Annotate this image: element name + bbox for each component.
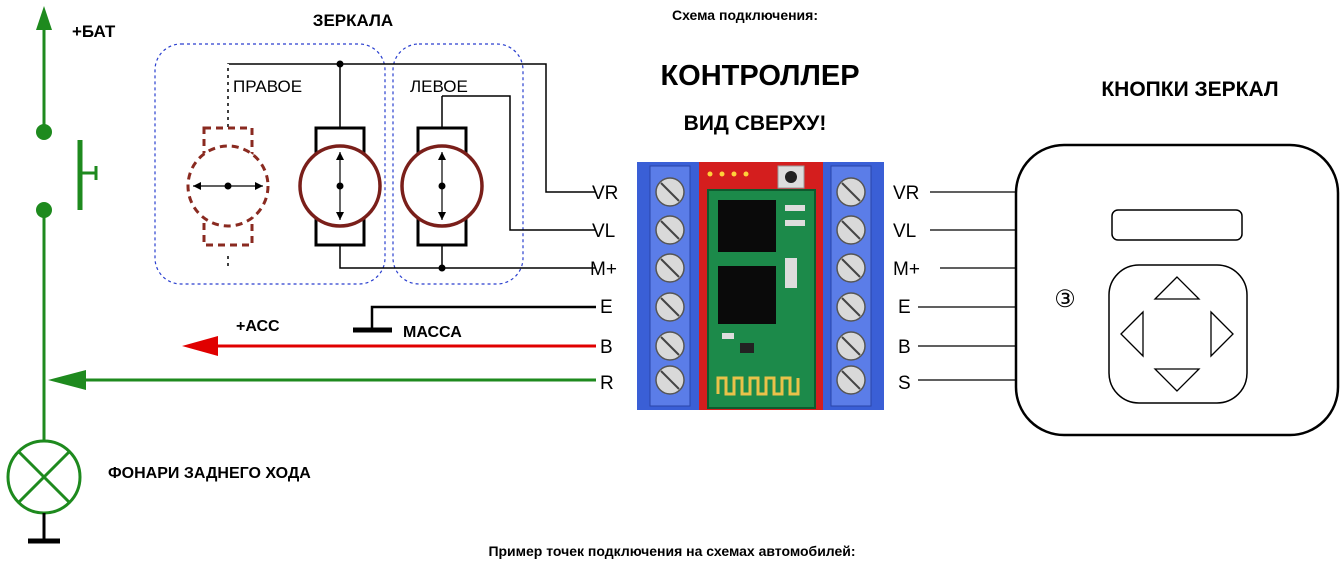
footer-caption: Пример точек подключения на схемах автом…: [488, 543, 855, 559]
button-wiring: [918, 191, 1017, 381]
screw-slot: [841, 370, 861, 390]
right-mirror-v-motor-icon: [298, 126, 382, 247]
pin-label: E: [600, 297, 613, 318]
diagram-title: Схема подключения:: [672, 7, 818, 23]
pin-label: E: [898, 297, 911, 318]
screw-slot: [660, 297, 680, 317]
screw-slot: [841, 336, 861, 356]
controller-board: [637, 162, 884, 410]
ground-label: МАССА: [403, 324, 462, 341]
screw-slot: [660, 370, 680, 390]
left-mirror-label: ЛЕВОЕ: [410, 77, 468, 96]
pin-label: VR: [592, 183, 618, 204]
screw-slot: [841, 220, 861, 240]
junction-dot: [438, 264, 446, 272]
reverse-lamps-label: ФОНАРИ ЗАДНЕГО ХОДА: [108, 465, 311, 482]
pin-label: VR: [893, 183, 919, 204]
pin-label: VL: [893, 221, 916, 242]
r-wire: [48, 370, 596, 390]
battery-line: [36, 6, 98, 440]
panel-marker: ③: [1054, 286, 1076, 313]
pin-label: R: [600, 373, 614, 394]
arrow-up-icon[interactable]: [1153, 276, 1201, 300]
arrow-down-icon[interactable]: [1153, 368, 1201, 392]
battery-label: +БАТ: [72, 22, 116, 41]
pin-label: S: [898, 373, 911, 394]
screw-slot: [841, 297, 861, 317]
right-pin-labels: VR VL M+ E B S: [893, 183, 920, 394]
direction-pad[interactable]: [1108, 264, 1248, 404]
screw-slot: [660, 258, 680, 278]
left-mirror-motor-icon: [400, 126, 484, 247]
screw-slot: [841, 182, 861, 202]
pin-label: M+: [590, 259, 617, 280]
pin-label: B: [600, 337, 613, 358]
screw-slot: [660, 220, 680, 240]
screw-slot: [841, 258, 861, 278]
mirrors-title: ЗЕРКАЛА: [313, 11, 393, 30]
junction-dot: [336, 60, 344, 68]
ground-wire: [353, 305, 596, 333]
reverse-lamp-icon: [6, 439, 82, 544]
fold-button[interactable]: [1111, 209, 1243, 241]
pin-label: VL: [592, 221, 615, 242]
right-mirror-label: ПРАВОЕ: [233, 77, 302, 96]
arrow-left-icon[interactable]: [1120, 310, 1144, 358]
controller-title: КОНТРОЛЛЕР: [660, 60, 859, 92]
buttons-title: КНОПКИ ЗЕРКАЛ: [1101, 78, 1278, 101]
right-mirror-group: [154, 43, 386, 285]
controller-subtitle: ВИД СВЕРХУ!: [684, 112, 827, 135]
right-mirror-h-motor-icon: [186, 126, 270, 247]
acc-label: +АСС: [236, 318, 280, 335]
arrow-right-icon[interactable]: [1210, 310, 1234, 358]
pin-label: B: [898, 337, 911, 358]
mirror-button-panel: ③: [1014, 143, 1340, 437]
pin-label: M+: [893, 259, 920, 280]
screw-slot: [660, 182, 680, 202]
screw-slot: [660, 336, 680, 356]
left-pin-labels: VR VL M+ E B R: [590, 183, 618, 394]
left-mirror-group: [392, 43, 524, 285]
acc-wire: [182, 336, 596, 356]
